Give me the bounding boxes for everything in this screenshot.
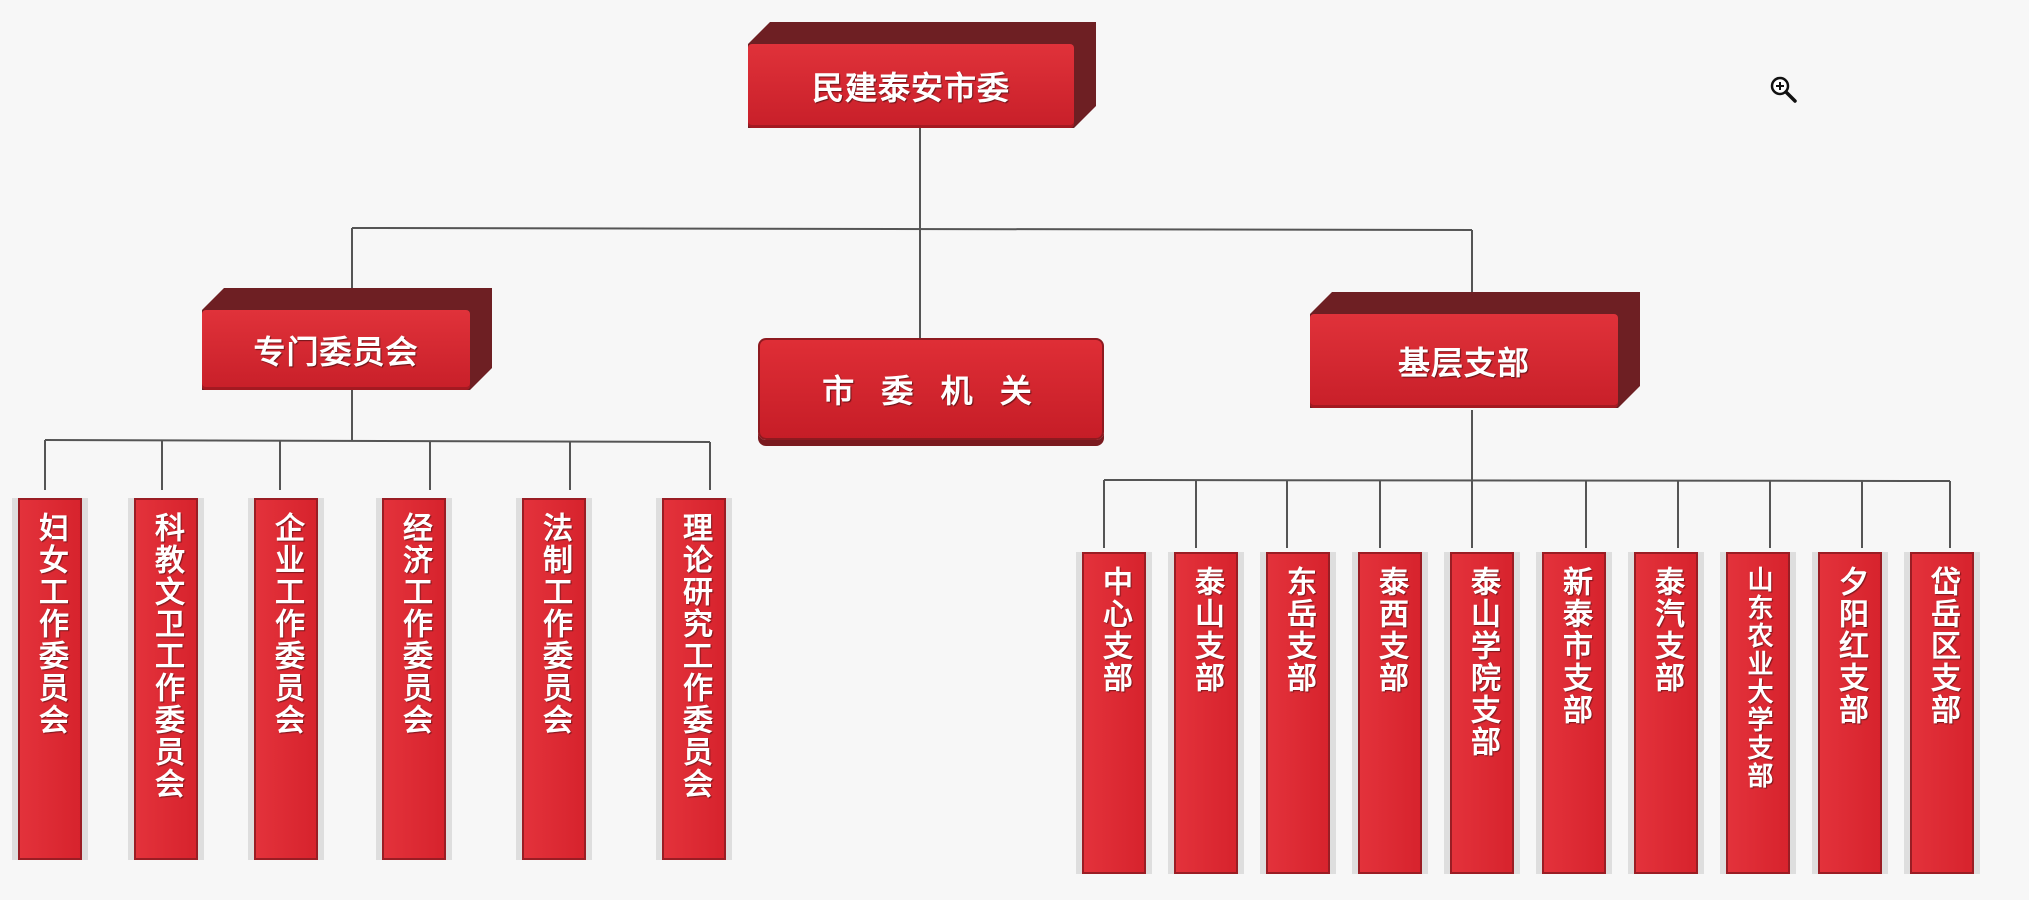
branch-box: 山东农业大学支部 bbox=[1726, 552, 1790, 874]
committee-box: 科教文卫工作委员会 bbox=[134, 498, 198, 860]
committee-label: 理论研究工作委员会 bbox=[677, 512, 712, 800]
grassroots-branches-node: 基层支部 bbox=[1310, 292, 1640, 408]
committee-label: 经济工作委员会 bbox=[397, 512, 432, 736]
special-committees-node: 专门委员会 bbox=[202, 288, 492, 390]
root-node: 民建泰安市委 bbox=[748, 22, 1096, 128]
branch-box: 泰汽支部 bbox=[1634, 552, 1698, 874]
committee-label: 科教文卫工作委员会 bbox=[149, 512, 184, 800]
branch-box: 夕阳红支部 bbox=[1818, 552, 1882, 874]
connector bbox=[351, 227, 1473, 231]
committee-box: 企业工作委员会 bbox=[254, 498, 318, 860]
branch-box: 泰山学院支部 bbox=[1450, 552, 1514, 874]
branch-label: 新泰市支部 bbox=[1557, 566, 1592, 726]
committee-box: 法制工作委员会 bbox=[522, 498, 586, 860]
committee-label: 企业工作委员会 bbox=[269, 512, 304, 736]
branch-label: 夕阳红支部 bbox=[1833, 566, 1868, 726]
committee-box: 经济工作委员会 bbox=[382, 498, 446, 860]
branch-box: 中心支部 bbox=[1082, 552, 1146, 874]
city-committee-office-label: 市 委 机 关 bbox=[822, 372, 1040, 410]
branch-label: 泰山支部 bbox=[1189, 566, 1224, 694]
branch-box: 东岳支部 bbox=[1266, 552, 1330, 874]
special-committees-label: 专门委员会 bbox=[202, 310, 470, 390]
connector bbox=[44, 439, 711, 443]
branch-label: 泰汽支部 bbox=[1649, 566, 1684, 694]
root-label: 民建泰安市委 bbox=[748, 44, 1074, 128]
connector bbox=[1103, 479, 1951, 482]
grassroots-branches-label: 基层支部 bbox=[1310, 314, 1618, 408]
branch-box: 新泰市支部 bbox=[1542, 552, 1606, 874]
committee-label: 妇女工作委员会 bbox=[33, 512, 68, 736]
branch-label: 泰山学院支部 bbox=[1465, 566, 1500, 758]
committee-box: 理论研究工作委员会 bbox=[662, 498, 726, 860]
branch-label: 山东农业大学支部 bbox=[1743, 566, 1773, 790]
zoom-in-icon[interactable] bbox=[1768, 74, 1798, 104]
committee-box: 妇女工作委员会 bbox=[18, 498, 82, 860]
branch-box: 岱岳区支部 bbox=[1910, 552, 1974, 874]
branch-label: 东岳支部 bbox=[1281, 566, 1316, 694]
committee-label: 法制工作委员会 bbox=[537, 512, 572, 736]
branch-box: 泰西支部 bbox=[1358, 552, 1422, 874]
branch-box: 泰山支部 bbox=[1174, 552, 1238, 874]
branch-label: 泰西支部 bbox=[1373, 566, 1408, 694]
branch-label: 中心支部 bbox=[1097, 566, 1132, 694]
branch-label: 岱岳区支部 bbox=[1925, 566, 1960, 726]
city-committee-office-node: 市 委 机 关 bbox=[758, 338, 1104, 440]
